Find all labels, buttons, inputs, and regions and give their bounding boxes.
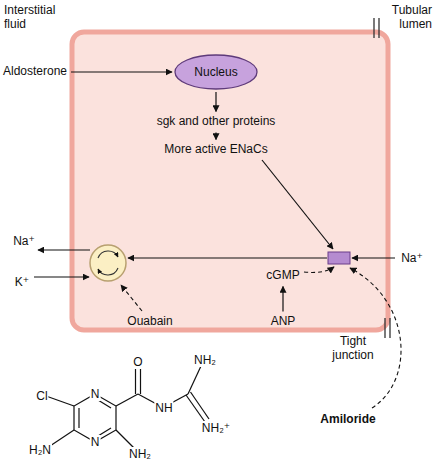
atom-label: NH₂ xyxy=(128,447,152,461)
double-bond xyxy=(191,392,210,419)
atom-label: O xyxy=(132,355,143,369)
bond xyxy=(46,396,74,406)
atom-label: H₂N xyxy=(28,443,52,457)
double-bond xyxy=(135,366,136,394)
ion-label: Na⁺ xyxy=(401,251,423,265)
double-bond xyxy=(98,400,111,408)
node-text: Nucleus xyxy=(174,65,258,80)
sodium-entry-arrow xyxy=(352,257,395,258)
node-text: ANP xyxy=(269,314,298,329)
double-bond xyxy=(78,408,79,428)
junction-tick xyxy=(389,318,390,338)
atom-label: NH xyxy=(154,401,173,415)
sodium-exit-arrow xyxy=(38,249,90,250)
channel-activation-arrow xyxy=(262,160,333,249)
bond xyxy=(116,394,138,406)
nucleus-ellipse: Nucleus xyxy=(174,54,258,90)
atom-label: N xyxy=(90,387,101,401)
ion-label: K⁺ xyxy=(15,275,29,289)
atom-label: N xyxy=(90,435,101,449)
protein-label: sgk and other proteins xyxy=(155,114,278,131)
pump-cycle-arrow xyxy=(98,268,118,275)
pump-cycle-arrow xyxy=(98,251,118,258)
drug-label: Amiloride xyxy=(318,412,377,429)
potassium-entry-arrow xyxy=(34,276,89,277)
junction-tick xyxy=(373,18,374,38)
region-label: Tubular lumen xyxy=(382,3,432,31)
nucleus-shape xyxy=(175,55,257,89)
node-text: cGMP xyxy=(264,268,301,283)
flow-arrow xyxy=(215,133,216,140)
region-label: Interstitial fluid xyxy=(4,3,70,31)
messenger-label: cGMP xyxy=(264,268,301,285)
cgmp-inhibit-arrow xyxy=(304,267,334,272)
flow-arrow xyxy=(215,92,216,112)
sodium-transit-arrow xyxy=(128,257,327,258)
flow-arrow xyxy=(282,287,283,312)
channel-label: More active ENaCs xyxy=(162,142,269,159)
hormone-label: Aldosterone xyxy=(1,64,69,81)
junction-tick xyxy=(384,318,385,338)
node-text: Ouabain xyxy=(125,314,174,329)
drug-label: Ouabain xyxy=(125,314,174,331)
atom-label: Cl xyxy=(35,389,48,403)
ion-label: Na⁺ xyxy=(13,234,35,248)
node-text: More active ENaCs xyxy=(162,142,269,157)
bond xyxy=(116,430,134,448)
junction-tick xyxy=(378,18,379,38)
epithelial-cell xyxy=(72,32,388,330)
node-text: Amiloride xyxy=(318,412,377,427)
hormone-label: ANP xyxy=(269,314,298,331)
double-bond xyxy=(140,366,141,394)
flow-arrow xyxy=(71,71,172,72)
na-k-pump xyxy=(90,245,126,281)
atom-label: NH₂ xyxy=(193,353,217,367)
atom-label: NH₂⁺ xyxy=(201,421,231,435)
node-text: Aldosterone xyxy=(1,64,69,79)
enac-channel xyxy=(328,252,350,264)
ouabain-inhibit-arrow xyxy=(121,285,142,311)
amiloride-structure xyxy=(46,366,209,448)
bond xyxy=(188,366,201,394)
node-text: sgk and other proteins xyxy=(155,114,278,129)
junction-label: Tight junction xyxy=(326,334,380,362)
bond xyxy=(50,430,74,446)
tight-junction-mark xyxy=(374,18,390,338)
